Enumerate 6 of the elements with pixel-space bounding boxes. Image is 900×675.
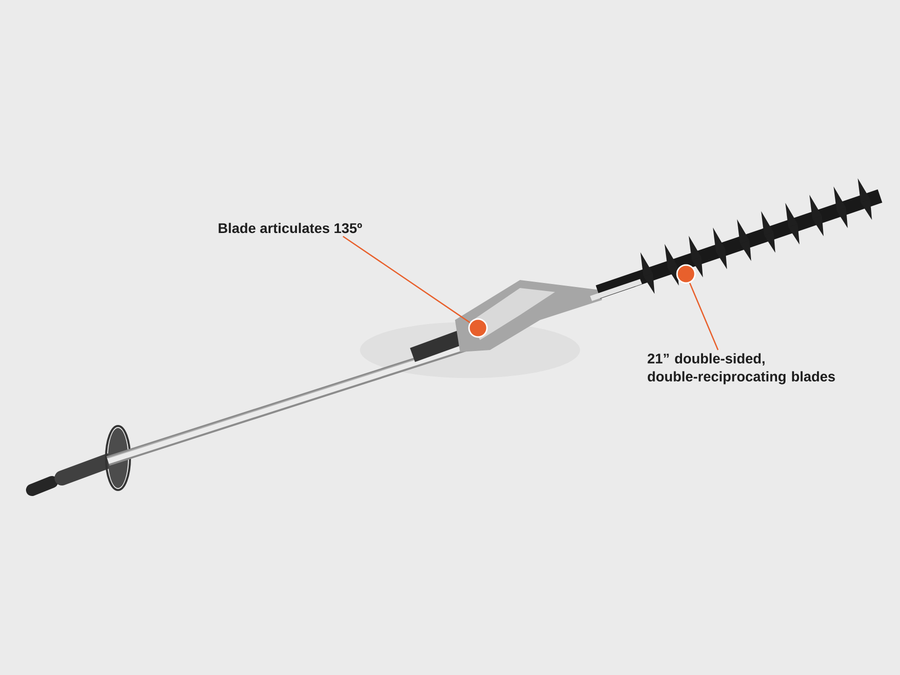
marker-dot (468, 318, 488, 338)
marker-dot (676, 264, 696, 284)
leader-line (689, 282, 719, 350)
callout-text: 21” double-sided, double-reciprocating blades (648, 353, 835, 384)
callout-text: Blade articulates 135º (218, 222, 362, 234)
leader-line (342, 236, 470, 324)
